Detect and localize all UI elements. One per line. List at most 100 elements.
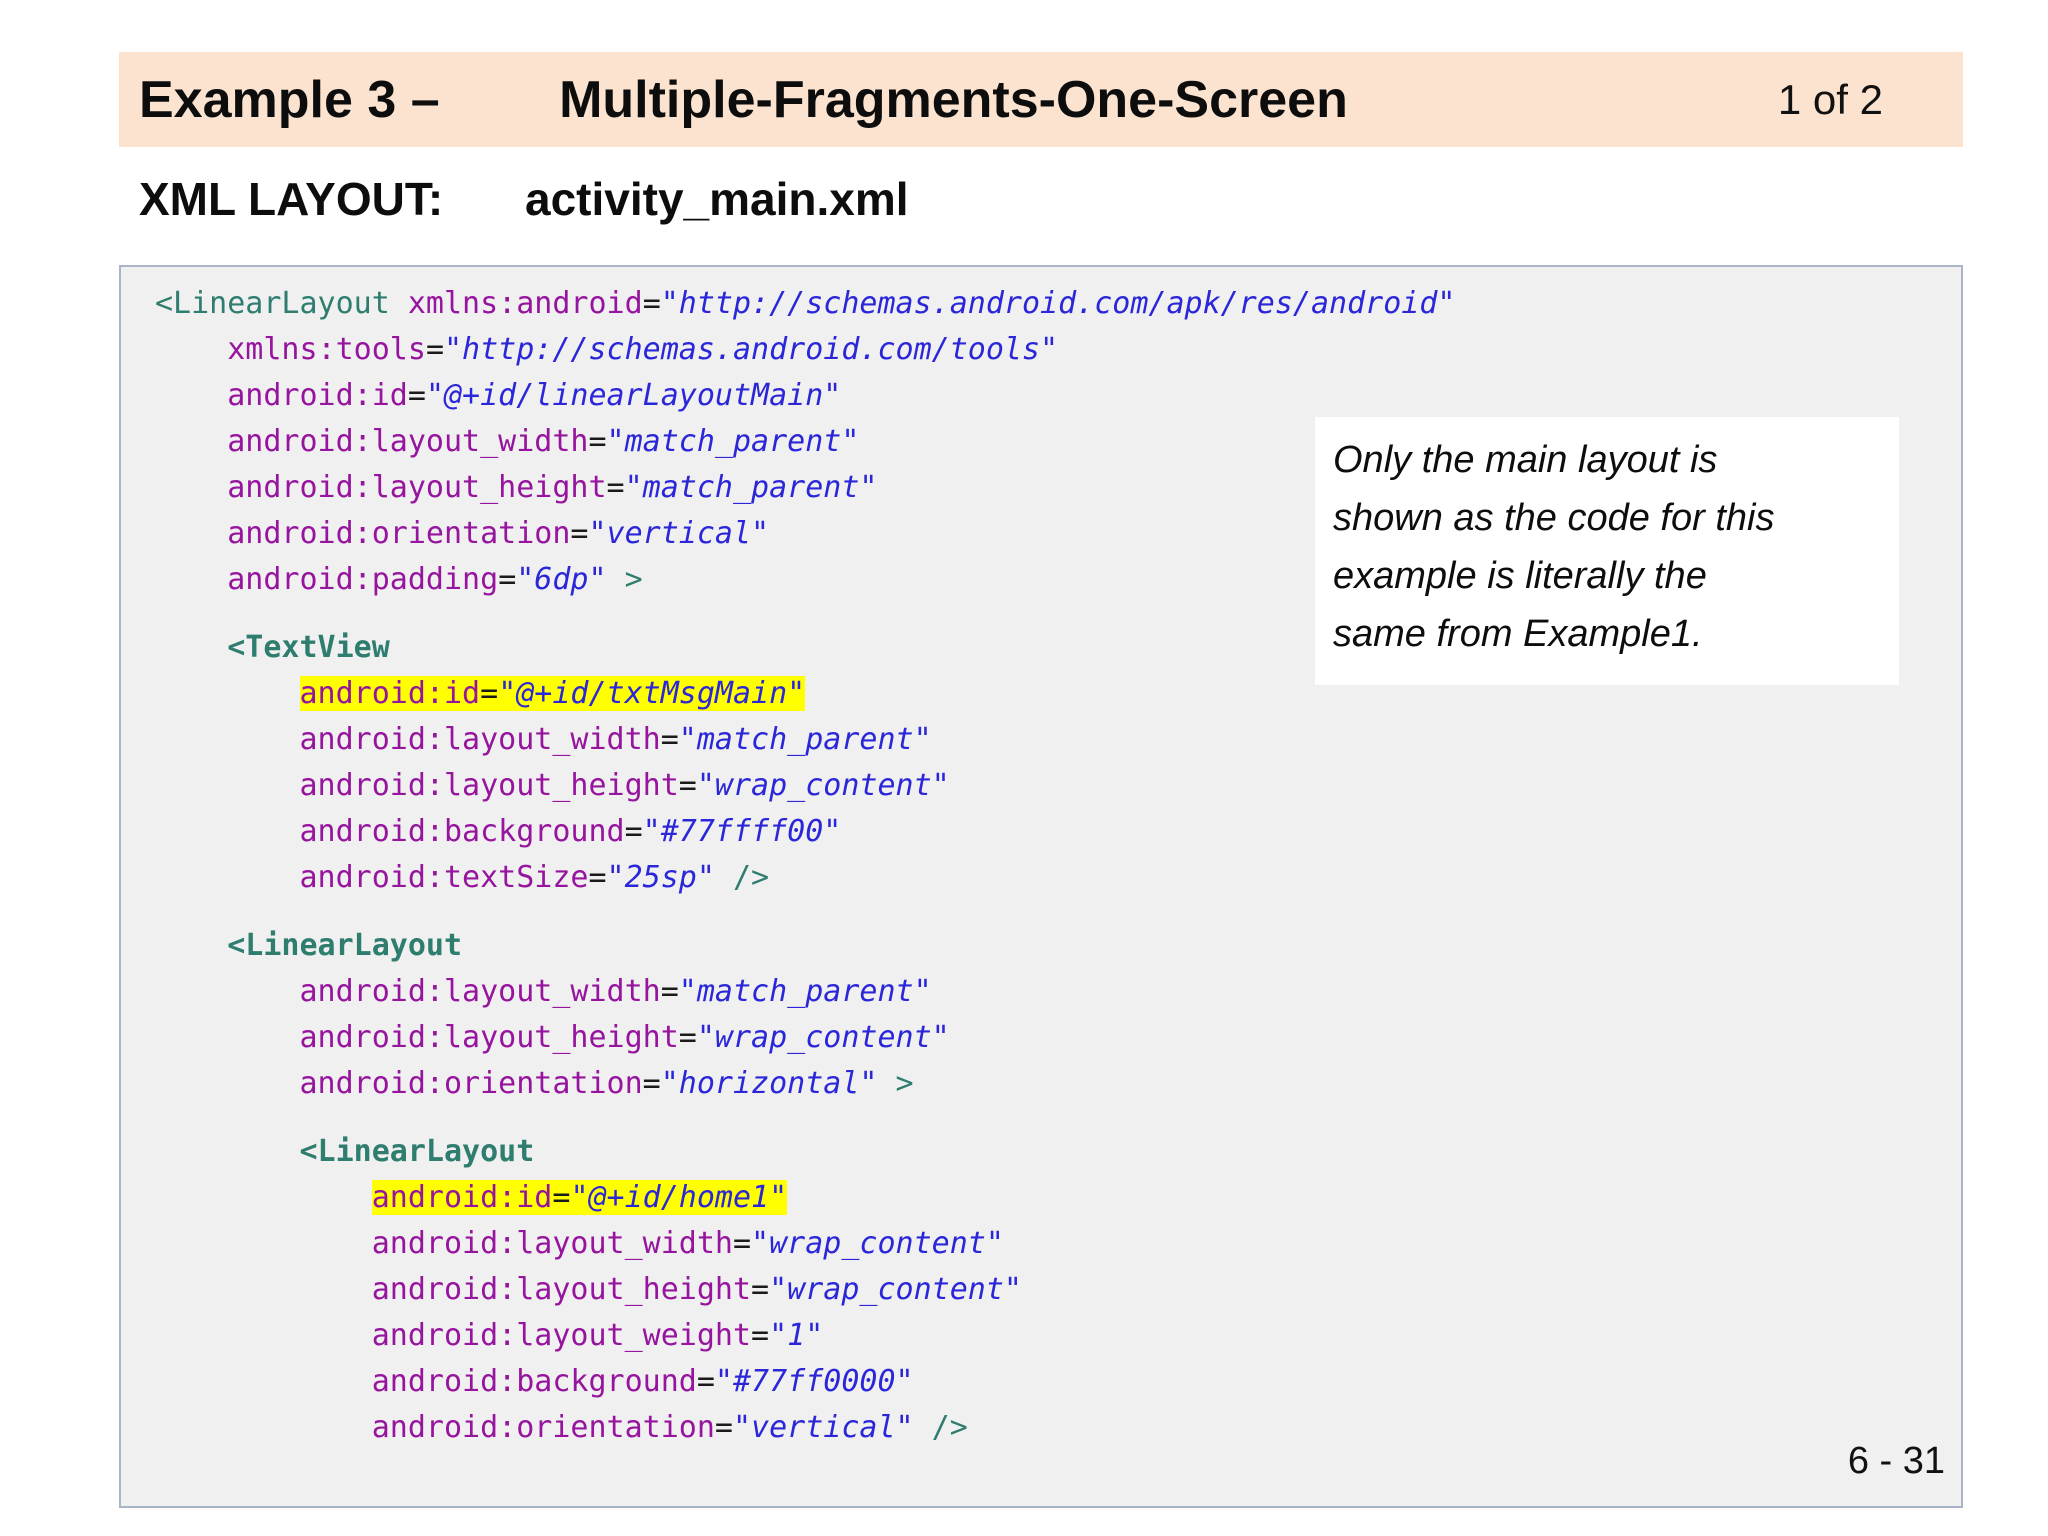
code-token — [155, 1226, 372, 1261]
code-token: = — [751, 1272, 770, 1307]
code-token: = — [606, 470, 625, 505]
code-token: = — [660, 974, 679, 1009]
code-token: xmlns:tools — [227, 332, 426, 367]
code-token: /> — [732, 860, 770, 895]
code-token: = — [642, 286, 661, 321]
code-token: "vertical" — [732, 1410, 914, 1445]
code-token: "@+id/linearLayoutMain" — [425, 378, 842, 413]
code-token: = — [498, 562, 517, 597]
code-token — [715, 860, 733, 895]
code-line: android:id="@+id/linearLayoutMain" — [155, 373, 1961, 419]
code-line: android:layout_width="match_parent" — [155, 969, 1961, 1015]
code-line: <LinearLayout xmlns:android="http://sche… — [155, 281, 1961, 327]
code-token: = — [407, 378, 426, 413]
code-token: android:orientation — [299, 1066, 643, 1101]
code-token: "match_parent" — [606, 424, 860, 459]
code-lines: <LinearLayout xmlns:android="http://sche… — [155, 281, 1961, 1451]
code-token: = — [678, 1020, 697, 1055]
code-token: android:id — [371, 1180, 553, 1215]
code-line: android:layout_height="match_parent" — [155, 465, 1961, 511]
slide-page-indicator: 1 of 2 — [1777, 75, 1883, 123]
code-line: <TextView — [155, 625, 1961, 671]
code-token: android:id — [299, 676, 481, 711]
code-token — [155, 860, 300, 895]
code-token: android:layout_width — [371, 1226, 733, 1261]
code-token: = — [660, 722, 679, 757]
code-token: "wrap_content" — [696, 1020, 950, 1055]
code-line-blank — [155, 901, 1961, 923]
code-token: = — [751, 1318, 770, 1353]
code-token — [155, 378, 227, 413]
page-number: 6 - 31 — [1847, 1440, 1945, 1482]
code-token: = — [588, 424, 607, 459]
code-token — [155, 1410, 372, 1445]
code-line: xmlns:tools="http://schemas.android.com/… — [155, 327, 1961, 373]
code-line: android:background="#77ffff00" — [155, 809, 1961, 855]
code-token: "vertical" — [588, 516, 770, 551]
code-token — [914, 1410, 932, 1445]
code-line: android:textSize="25sp" /> — [155, 855, 1961, 901]
code-token — [155, 928, 227, 963]
code-token — [155, 814, 300, 849]
code-token: > — [624, 562, 643, 597]
code-token: = — [642, 1066, 661, 1101]
code-token: android:layout_height — [227, 470, 607, 505]
code-token: "http://schemas.android.com/apk/res/andr… — [660, 286, 1456, 321]
code-token — [155, 424, 227, 459]
code-token: <TextView — [227, 630, 390, 665]
code-token: xmlns:android — [407, 286, 643, 321]
slide-title-example: Example 3 – — [139, 70, 440, 129]
code-token: "@+id/txtMsgMain" — [498, 676, 806, 711]
code-token — [155, 562, 227, 597]
code-line: android:id="@+id/txtMsgMain" — [155, 671, 1961, 717]
code-token: "1" — [769, 1318, 824, 1353]
code-token: android:orientation — [371, 1410, 715, 1445]
slide-title: Example 3 – Multiple-Fragments-One-Scree… — [139, 70, 1348, 130]
code-token — [877, 1066, 895, 1101]
code-token: android:textSize — [299, 860, 589, 895]
code-token: <LinearLayout — [155, 286, 390, 321]
code-token — [155, 722, 300, 757]
code-line: android:background="#77ff0000" — [155, 1359, 1961, 1405]
code-token — [155, 1066, 300, 1101]
code-line: <LinearLayout — [155, 1129, 1961, 1175]
code-token: "6dp" — [516, 562, 607, 597]
code-line: android:layout_height="wrap_content" — [155, 763, 1961, 809]
code-token: = — [570, 516, 589, 551]
code-token: > — [895, 1066, 914, 1101]
code-token: "#77ff0000" — [714, 1364, 914, 1399]
code-token: "25sp" — [606, 860, 715, 895]
code-token: android:layout_width — [227, 424, 589, 459]
code-token — [155, 630, 227, 665]
code-token: <LinearLayout — [299, 1134, 535, 1169]
note-line: example is literally the — [1333, 555, 1707, 597]
code-token: android:layout_height — [371, 1272, 752, 1307]
code-line: <LinearLayout — [155, 923, 1961, 969]
code-token: = — [624, 814, 643, 849]
code-token: android:background — [299, 814, 625, 849]
note-line: shown as the code for this — [1333, 497, 1775, 539]
code-token: "wrap_content" — [751, 1226, 1004, 1261]
code-line: android:id="@+id/home1" — [155, 1175, 1961, 1221]
code-token: = — [714, 1410, 733, 1445]
code-token: android:padding — [227, 562, 499, 597]
code-token: = — [678, 768, 697, 803]
code-token: android:background — [371, 1364, 697, 1399]
code-token: = — [588, 860, 607, 895]
code-line: android:layout_width="wrap_content" — [155, 1221, 1961, 1267]
code-token — [155, 676, 300, 711]
code-token — [155, 470, 227, 505]
code-line: android:layout_width="match_parent" — [155, 419, 1961, 465]
code-line: android:layout_height="wrap_content" — [155, 1015, 1961, 1061]
code-token — [155, 1318, 372, 1353]
code-token: "#77ffff00" — [642, 814, 842, 849]
code-token: /> — [931, 1410, 968, 1445]
code-token: "match_parent" — [678, 722, 932, 757]
code-token — [155, 1364, 372, 1399]
code-token: android:layout_width — [299, 974, 661, 1009]
code-token — [390, 286, 408, 321]
code-token: android:layout_weight — [371, 1318, 752, 1353]
code-line: android:orientation="horizontal" > — [155, 1061, 1961, 1107]
code-token: "http://schemas.android.com/tools" — [444, 332, 1059, 367]
